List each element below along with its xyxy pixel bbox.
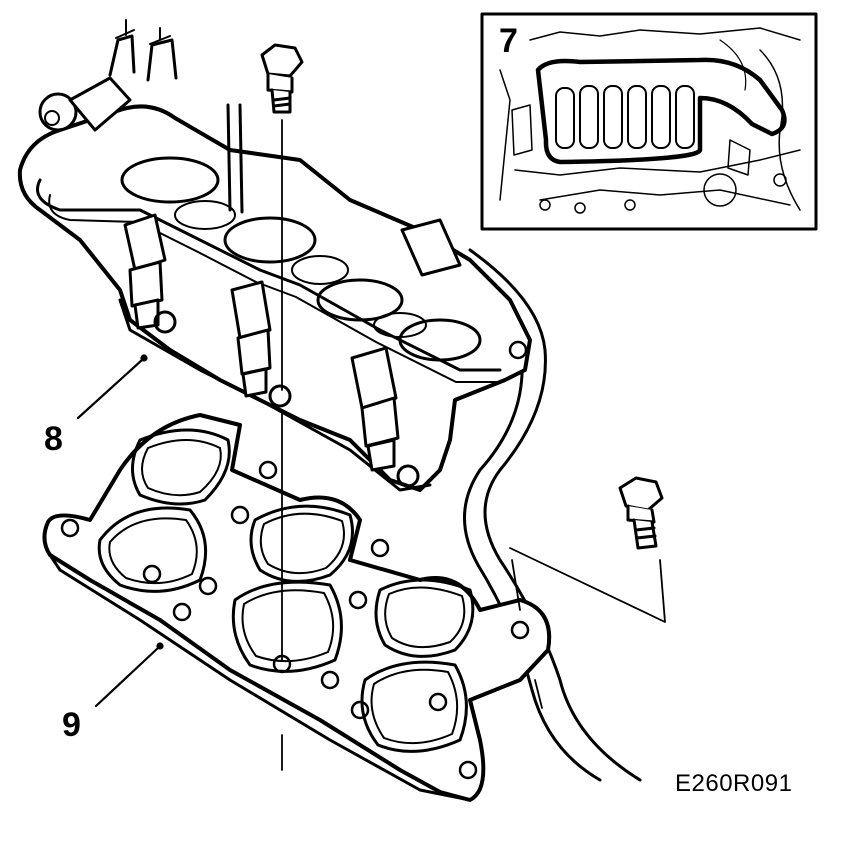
callout-9: 9 bbox=[62, 706, 81, 744]
callout-7: 7 bbox=[499, 22, 518, 60]
assembly-guide-lines bbox=[281, 119, 666, 771]
lower-intake-manifold bbox=[42, 413, 552, 802]
inset-manifold-outline bbox=[535, 57, 787, 165]
upper-intake-manifold bbox=[17, 19, 532, 492]
figure-code: E260R091 bbox=[675, 770, 793, 797]
detail-inset bbox=[480, 12, 818, 231]
leader-lines bbox=[76, 354, 164, 708]
fuel-injectors bbox=[123, 213, 462, 472]
lower-bolt-holes bbox=[60, 460, 530, 780]
inset-runners bbox=[555, 85, 695, 149]
bolt-top bbox=[260, 43, 304, 114]
intake-ports bbox=[97, 428, 475, 753]
bolt-right bbox=[618, 476, 664, 550]
callout-8: 8 bbox=[44, 420, 63, 458]
